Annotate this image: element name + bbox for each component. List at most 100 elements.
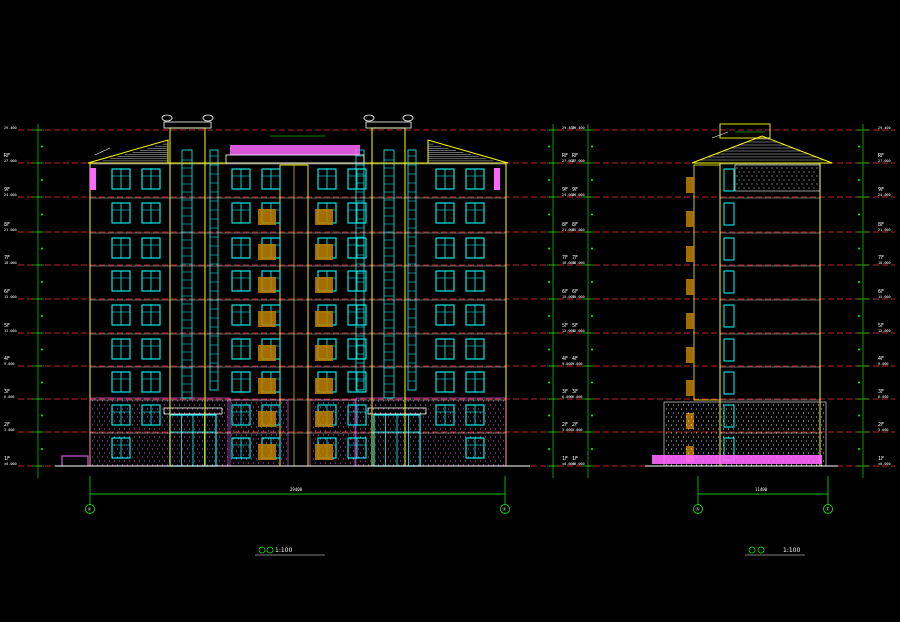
front-stone-base-right-speck [357,408,360,410]
front-stone-base-left-speck [193,420,196,422]
front-stone-base-left-speck [106,464,109,466]
side-stone-base-speck [697,420,700,422]
side-stone-base-speck [665,408,668,410]
front-stone-base-right-speck [409,428,412,430]
front-stone-base-left-speck [223,436,226,438]
side-stone-base-speck [777,412,780,414]
front-stone-base-right-speck [382,424,385,426]
side-roof-screen-speck [813,179,815,181]
side-stone-base-speck [737,452,740,454]
front-stone-base-mid2-speck [352,402,355,404]
level-elevation: 9.000 [562,362,573,366]
side-stone-base-speck [677,420,680,422]
front-stone-base-right-speck [492,448,495,450]
side-stone-base-speck [787,452,790,454]
side-stone-base-speck [822,444,825,446]
front-stone-base-mid-speck [285,458,288,460]
front-stone-base-right-speck [439,436,442,438]
front-stone-base-left-speck [128,428,131,430]
front-stone-base-right-speck [447,400,450,402]
front-stone-base-left-speck [181,448,184,450]
side-balcony-panel [686,446,694,462]
front-stone-base-left-speck [183,420,186,422]
front-stone-base-mid2-speck [352,410,355,412]
front-stone-base-right-speck [362,400,365,402]
level-elevation: 6.000 [878,395,889,399]
level-elevation: 15.000 [572,295,585,299]
front-stone-base-left-speck [193,404,196,406]
side-stone-base-speck [712,420,715,422]
stair-window-strip [383,149,395,399]
front-stone-base-left-speck [118,428,121,430]
side-stone-base-speck [752,420,755,422]
side-stone-base-speck [755,408,758,410]
front-stone-base-mid-speck [237,446,240,448]
side-balcony-panel [686,177,694,193]
front-stone-base-mid-speck [285,434,288,436]
front-stone-base-left-speck [178,420,181,422]
side-stone-base-speck [722,452,725,454]
side-stone-base-speck [735,416,738,418]
front-stone-base-left-speck [101,464,104,466]
front-stone-base-right-speck [432,416,435,418]
front-stone-base-right-speck [442,440,445,442]
front-stone-base-left-speck [143,436,146,438]
side-roof-slope [691,135,833,164]
front-stone-base-mid2-speck [329,438,332,440]
front-stone-base-right-speck [402,440,405,442]
front-stone-base-right-speck [382,456,385,458]
front-stone-base-left-speck [161,440,164,442]
tower-finial [161,114,173,122]
front-stone-base-right-speck [487,408,490,410]
side-stone-base-speck [812,428,815,430]
side-roof-screen-speck [801,183,803,185]
front-stone-base-right-speck [479,452,482,454]
front-stone-base-mid-speck [232,462,235,464]
front-stone-base-mid2-speck [317,402,320,404]
front-stone-base-left-speck [223,444,226,446]
front-stone-base-left-speck [163,444,166,446]
roof-cornice [225,154,365,164]
front-stone-base-mid-speck [275,410,278,412]
front-stone-base-mid-speck [237,438,240,440]
front-stone-base-right-speck [499,460,502,462]
level-elevation: 15.000 [4,295,17,299]
side-stone-base-speck [720,464,723,466]
front-stone-base-right-speck [409,412,412,414]
front-stone-base-right-speck [492,456,495,458]
side-stone-base-speck [815,440,818,442]
side-stone-base-speck [787,428,790,430]
side-stone-base-speck [780,432,783,434]
side-window [723,237,735,261]
side-roof-screen-speck [811,167,813,169]
front-stone-base-right-speck [392,464,395,466]
side-stone-base-speck [802,436,805,438]
front-stone-base-right-speck [367,400,370,402]
side-balcony-panel [686,313,694,329]
front-stone-base-left-speck [96,416,99,418]
balcony-panel [315,209,333,225]
front-stone-base-right-speck [427,408,430,410]
side-stone-base-speck [675,408,678,410]
front-stone-base-mid2-speck [312,418,315,420]
front-stone-base-mid-speck [242,446,245,448]
front-stone-base-mid2-speck [349,430,352,432]
side-roof-screen-speck [741,175,743,177]
side-stone-base-speck [792,404,795,406]
front-stone-base-left-speck [131,448,134,450]
front-stone-base-right-speck [387,400,390,402]
front-stone-base-right-speck [362,440,365,442]
dim-dot [548,381,550,384]
dim-dot [41,448,43,450]
front-stone-base-right-speck [429,444,432,446]
front-stone-base-mid-speck [245,458,248,460]
front-stone-base-left-speck [128,436,131,438]
side-stone-base-speck [707,428,710,430]
side-stone-base-speck [712,428,715,430]
front-stone-base-right-speck [437,416,440,418]
front-stone-base-mid-speck [280,458,283,460]
front-stone-base-left-speck [173,452,176,454]
side-roof-screen-speck [756,167,758,169]
side-stone-base-speck [820,448,823,450]
side-stone-base-speck [672,444,675,446]
